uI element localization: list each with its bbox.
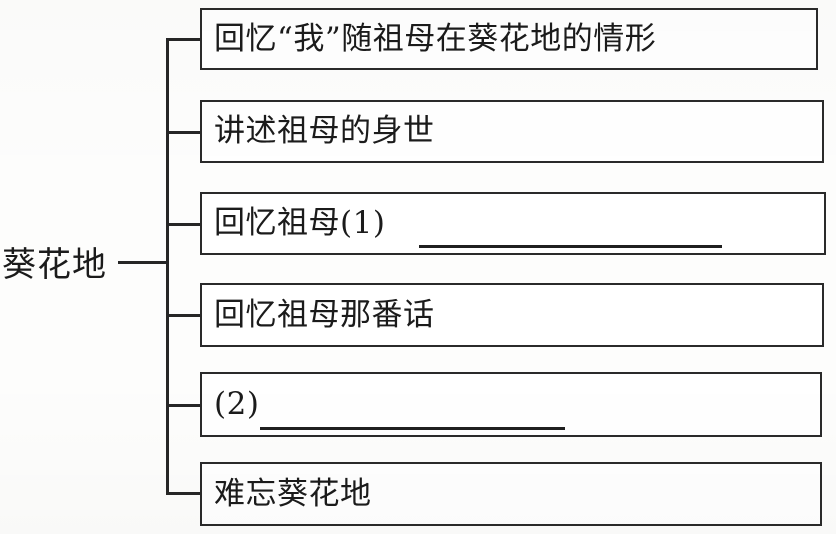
root-connector-dash bbox=[118, 261, 168, 264]
node-text-4: 回忆祖母那番话 bbox=[214, 296, 435, 333]
connector-stub-4 bbox=[166, 314, 201, 317]
node-text-5: (2) bbox=[214, 386, 260, 422]
node-box-1[interactable]: 回忆“我”随祖母在葵花地的情形 bbox=[200, 8, 818, 70]
node-text-2: 讲述祖母的身世 bbox=[214, 113, 435, 149]
bracket-spine bbox=[166, 38, 169, 495]
answer-blank-1[interactable] bbox=[419, 245, 722, 248]
node-text-1: 回忆“我”随祖母在葵花地的情形 bbox=[214, 20, 657, 57]
connector-stub-1 bbox=[166, 38, 201, 41]
connector-stub-2 bbox=[166, 131, 201, 134]
node-text-3: 回忆祖母(1) bbox=[214, 205, 386, 241]
root-label: 葵花地 bbox=[2, 244, 107, 285]
connector-stub-6 bbox=[166, 492, 201, 495]
node-box-6[interactable]: 难忘葵花地 bbox=[200, 462, 822, 526]
node-box-3[interactable]: 回忆祖母(1) bbox=[200, 192, 826, 255]
node-box-2[interactable]: 讲述祖母的身世 bbox=[200, 100, 824, 163]
node-box-4[interactable]: 回忆祖母那番话 bbox=[200, 283, 824, 347]
connector-stub-3 bbox=[166, 223, 201, 226]
answer-blank-2[interactable] bbox=[260, 427, 565, 430]
connector-stub-5 bbox=[166, 404, 201, 407]
node-box-5[interactable]: (2) bbox=[200, 372, 822, 437]
node-text-6: 难忘葵花地 bbox=[214, 475, 372, 512]
